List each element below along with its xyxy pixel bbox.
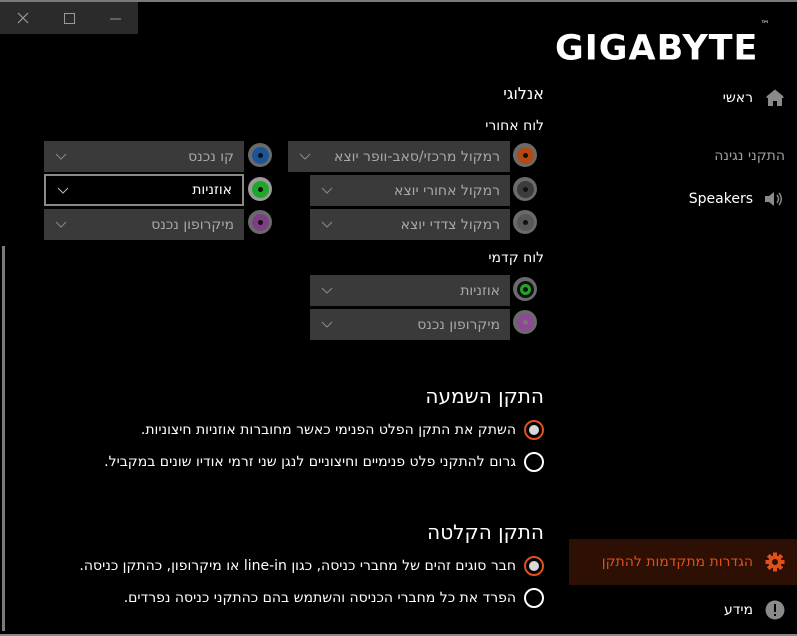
front-jack-mic-in-dropdown[interactable]: מיקרופון נכנס: [310, 309, 510, 340]
vertical-scrollbar[interactable]: [2, 246, 5, 631]
close-button[interactable]: [0, 2, 46, 34]
home-icon: [763, 86, 787, 110]
radio-button-checked[interactable]: [524, 556, 544, 576]
radio-label: גרום להתקני פלט פנימיים וחיצוניים לנגן ש…: [104, 454, 516, 470]
close-icon: [17, 12, 29, 24]
minimize-icon: [109, 18, 121, 19]
sidebar-item-label: ראשי: [722, 90, 753, 106]
jack-icon-grey: [513, 210, 537, 234]
dropdown-value: אוזניות: [192, 182, 232, 198]
dropdown-value: רמקול אחורי יוצא: [394, 182, 500, 199]
rear-jack-mic-in-dropdown[interactable]: מיקרופון נכנס: [44, 209, 244, 240]
jack-icon-purple: [248, 210, 272, 234]
window-controls: [0, 2, 138, 34]
sidebar-item-home[interactable]: ראשי: [723, 86, 787, 110]
maximize-button[interactable]: [46, 2, 92, 34]
window-bottom-border: [0, 634, 797, 636]
chevron-down-icon: [298, 150, 312, 164]
recording-device-heading: התקן הקלטה: [427, 520, 544, 544]
maximize-icon: [63, 12, 75, 24]
playback-option-mute-internal[interactable]: השתק את התקן הפלט הפנימי כאשר מחוברות או…: [141, 420, 544, 440]
sidebar-item-label: מידע: [723, 602, 753, 618]
front-panel-heading: לוח קדמי: [488, 250, 544, 266]
sidebar-item-label: הגדרות מתקדמות להתקן: [601, 554, 753, 570]
jack-icon-green: [248, 177, 272, 201]
sidebar-item-label: Speakers: [688, 191, 753, 207]
chevron-down-icon: [54, 218, 68, 232]
minimize-button[interactable]: [92, 2, 138, 34]
sidebar-item-speakers[interactable]: Speakers: [689, 187, 787, 211]
analog-heading: אנלוגי: [503, 84, 544, 103]
playback-device-heading: התקן השמעה: [425, 384, 544, 408]
rear-jack-center-subwoofer-dropdown[interactable]: רמקול מרכזי/סאב-וופר יוצא: [288, 141, 510, 172]
dropdown-value: אוזניות: [460, 282, 500, 299]
radio-button-unchecked[interactable]: [524, 588, 544, 608]
jack-icon-orange: [513, 143, 537, 167]
rear-jack-side-speaker-dropdown[interactable]: רמקול צדדי יוצא: [310, 209, 510, 240]
rear-jack-rear-speaker-dropdown[interactable]: רמקול אחורי יוצא: [310, 175, 510, 206]
chevron-down-icon: [56, 183, 70, 197]
dropdown-value: רמקול מרכזי/סאב-וופר יוצא: [334, 148, 500, 165]
sidebar-item-info[interactable]: מידע: [724, 598, 787, 622]
radio-button-unchecked[interactable]: [524, 452, 544, 472]
chevron-down-icon: [320, 218, 334, 232]
gear-icon: [763, 550, 787, 574]
dropdown-value: מיקרופון נכנס: [151, 216, 234, 233]
rear-jack-line-in-dropdown[interactable]: קו נכנס: [44, 141, 244, 172]
radio-button-checked[interactable]: [524, 420, 544, 440]
chevron-down-icon: [320, 184, 334, 198]
recording-option-tie-inputs[interactable]: חבר סוגים זהים של מחברי כניסה, כגון line…: [79, 556, 544, 576]
dropdown-value: רמקול צדדי יוצא: [400, 216, 500, 233]
dropdown-value: מיקרופון נכנס: [417, 316, 500, 333]
chevron-down-icon: [320, 284, 334, 298]
radio-label: השתק את התקן הפלט הפנימי כאשר מחוברות או…: [140, 422, 516, 438]
front-jack-headphones-dropdown[interactable]: אוזניות: [310, 275, 510, 306]
chevron-down-icon: [54, 150, 68, 164]
jack-icon-blue: [248, 143, 272, 167]
jack-icon-purple-front: [513, 310, 537, 334]
sidebar-item-advanced-device-settings[interactable]: הגדרות מתקדמות להתקן: [569, 539, 797, 585]
gigabyte-logo: GIGABYTE™: [555, 20, 771, 69]
window-top-border: [0, 0, 797, 2]
info-icon: [763, 598, 787, 622]
radio-label: חבר סוגים זהים של מחברי כניסה, כגון line…: [79, 558, 516, 574]
speaker-icon: [763, 187, 787, 211]
sidebar-section-playback-devices: התקני נגינה: [714, 148, 785, 164]
chevron-down-icon: [320, 318, 334, 332]
dropdown-value: קו נכנס: [188, 148, 234, 165]
radio-label: הפרד את כל מחברי הכניסה והשתמש בהם כהתקנ…: [123, 590, 516, 606]
jack-icon-black: [513, 177, 537, 201]
rear-panel-heading: לוח אחורי: [485, 118, 544, 134]
rear-jack-headphones-dropdown[interactable]: אוזניות: [44, 174, 244, 206]
recording-option-separate-inputs[interactable]: הפרד את כל מחברי הכניסה והשתמש בהם כהתקנ…: [124, 588, 544, 608]
playback-option-multistream[interactable]: גרום להתקני פלט פנימיים וחיצוניים לנגן ש…: [104, 452, 544, 472]
jack-icon-green-front: [513, 277, 537, 301]
